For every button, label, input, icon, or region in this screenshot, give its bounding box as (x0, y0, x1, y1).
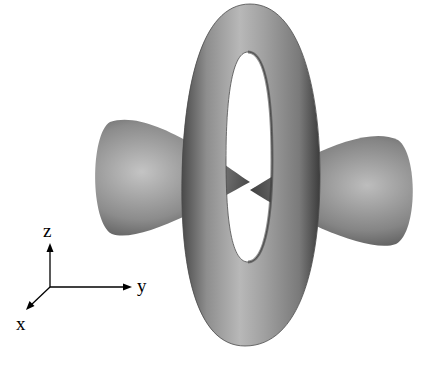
arrowhead (47, 243, 54, 252)
arrowhead (26, 301, 35, 310)
torus-ring (182, 4, 320, 346)
arrowhead (123, 284, 132, 291)
axis-label: z (43, 221, 51, 240)
y-axis (50, 286, 126, 287)
axis-label: x (16, 314, 26, 333)
ring-shadow (248, 52, 272, 262)
axis-label: y (137, 276, 147, 295)
z-axis (49, 248, 50, 287)
x-axis (30, 287, 50, 306)
axes (26, 243, 132, 310)
